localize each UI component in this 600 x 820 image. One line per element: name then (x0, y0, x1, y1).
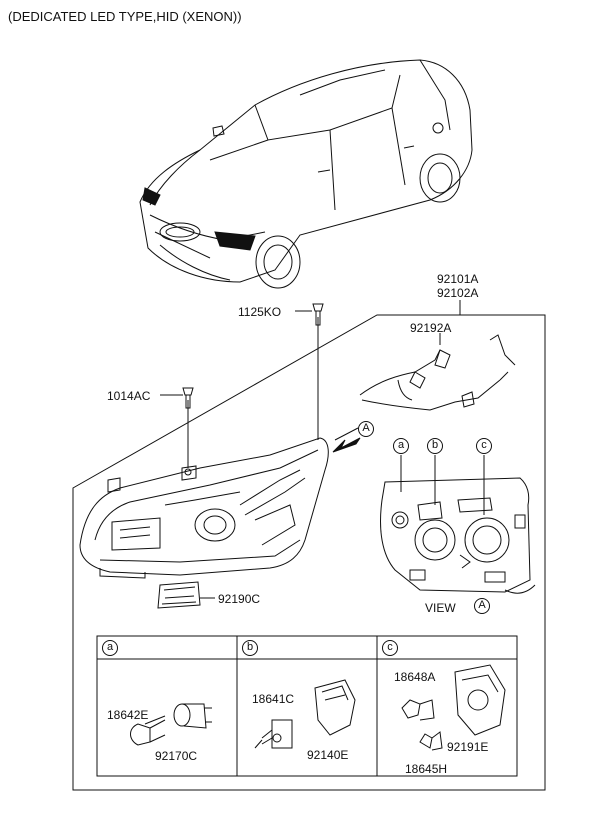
bulb-18641C (254, 719, 293, 749)
callout-a: a (393, 438, 409, 454)
cover-92140E (314, 679, 356, 736)
label-1125KO: 1125KO (238, 305, 282, 319)
label-18648A: 18648A (394, 670, 436, 684)
bolt-1014AC (182, 387, 194, 409)
diagram-title: (DEDICATED LED TYPE,HID (XENON)) (8, 9, 242, 24)
label-92140E: 92140E (307, 748, 349, 762)
headlamp-rear-view (380, 477, 536, 594)
label-18645H: 18645H (405, 762, 448, 776)
label-92170C: 92170C (155, 749, 198, 763)
bulb-18645H (419, 731, 443, 751)
headlamp-assembly (79, 437, 329, 579)
table-header-c: c (382, 640, 398, 656)
label-92101A: 92101A (437, 272, 479, 286)
table-header-b: b (242, 640, 258, 656)
wiring-harness-92192A (359, 334, 516, 411)
label-18642E: 18642E (107, 708, 149, 722)
view-ref-circle: A (474, 598, 490, 614)
bolt-1125KO (312, 303, 324, 326)
car-illustration (139, 59, 473, 289)
parts-table (96, 635, 518, 777)
cover-92191E (454, 664, 506, 736)
callout-c: c (476, 438, 492, 454)
label-1014AC: 1014AC (107, 389, 151, 403)
table-header-a: a (102, 640, 118, 656)
callout-b: b (427, 438, 443, 454)
ballast-92190C (157, 581, 201, 609)
bulb-18648A (401, 699, 435, 721)
label-92191E: 92191E (447, 740, 489, 754)
label-92192A: 92192A (410, 321, 452, 335)
label-92190C: 92190C (218, 592, 261, 606)
assembly-outline (72, 314, 546, 791)
socket-92170C (173, 703, 212, 729)
arrow-ref-circle: A (358, 421, 374, 437)
bulb-18642E (130, 715, 166, 746)
view-label: VIEW (425, 601, 456, 615)
label-92102A: 92102A (437, 286, 479, 300)
label-18641C: 18641C (252, 692, 295, 706)
